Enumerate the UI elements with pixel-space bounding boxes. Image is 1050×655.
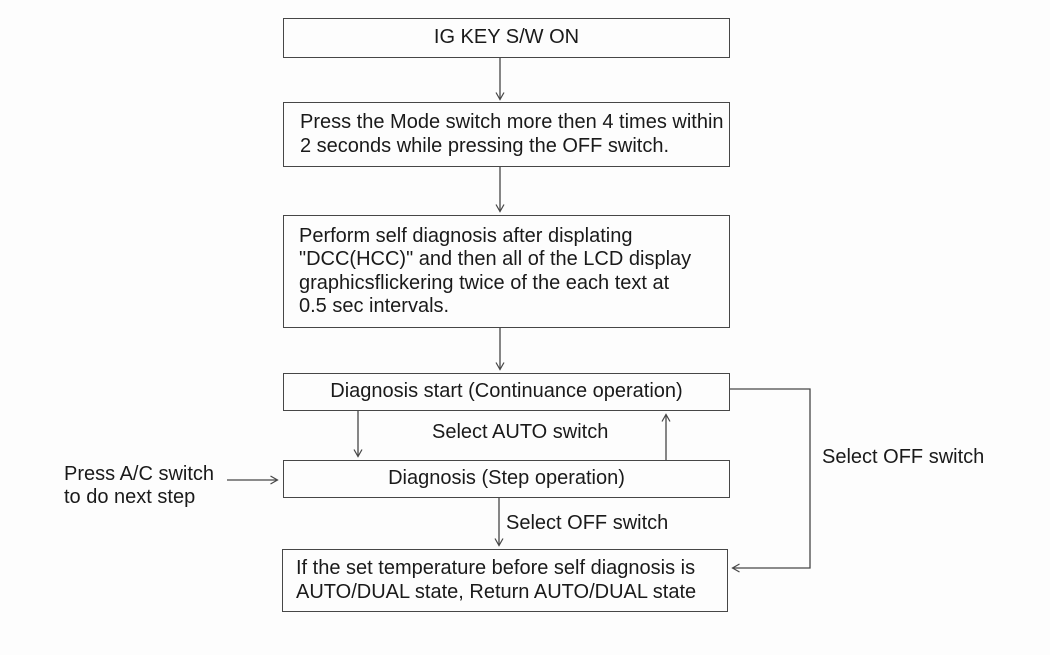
node-text-line: AUTO/DUAL state, Return AUTO/DUAL state bbox=[296, 580, 697, 603]
node-text-line: Press the Mode switch more then 4 times … bbox=[300, 111, 724, 133]
edge-label-press-ac-switch: Press A/C switch to do next step bbox=[64, 463, 214, 509]
flow-node-diagnosis-step: Diagnosis (Step operation) bbox=[283, 460, 730, 498]
edge-label-select-off-switch: Select OFF switch bbox=[506, 512, 669, 534]
node-text-line: 2 seconds while pressing the OFF switch. bbox=[300, 134, 670, 157]
node-text-line: Diagnosis (Step operation) bbox=[388, 467, 625, 490]
flow-node-diagnosis-start: Diagnosis start (Continuance operation) bbox=[283, 373, 730, 411]
flow-node-return-auto-dual: If the set temperature before self diagn… bbox=[282, 549, 728, 612]
node-text-line: Perform self diagnosis after displating bbox=[299, 224, 633, 247]
node-text-line: "DCC(HCC)" and then all of the LCD displ… bbox=[299, 248, 692, 270]
edge-label-select-auto-switch: Select AUTO switch bbox=[432, 421, 609, 443]
arrow-loop-diagstart-to-return bbox=[730, 388, 811, 573]
flow-node-ig-key-sw-on: IG KEY S/W ON bbox=[283, 18, 730, 58]
node-text-line: IG KEY S/W ON bbox=[433, 26, 580, 49]
flow-node-perform-self-diagnosis: Perform self diagnosis after displating … bbox=[283, 215, 730, 328]
node-text-line: Diagnosis start (Continuance operation) bbox=[330, 380, 683, 403]
flow-node-press-mode-switch: Press the Mode switch more then 4 times … bbox=[283, 102, 730, 167]
node-text-line: If the set temperature before self diagn… bbox=[296, 557, 696, 579]
node-text-line: graphicsflickering twice of the each tex… bbox=[299, 271, 670, 294]
edge-label-select-off-switch-loop: Select OFF switch bbox=[822, 446, 985, 468]
edge-label-line: to do next step bbox=[64, 486, 196, 508]
edge-label-line: Press A/C switch bbox=[64, 463, 215, 485]
node-text-line: 0.5 sec intervals. bbox=[299, 295, 450, 317]
